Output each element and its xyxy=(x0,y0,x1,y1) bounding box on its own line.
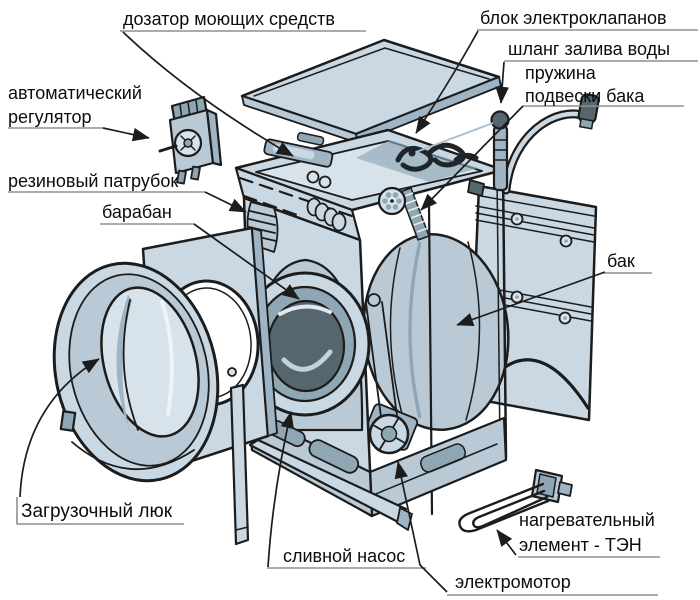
control-panel-band xyxy=(234,166,362,242)
label-loading-door: Загрузочный люк xyxy=(21,501,173,522)
inlet-hose-part xyxy=(501,93,600,195)
label-auto-regulator: автоматический регулятор xyxy=(8,83,142,127)
label-inlet-hose: шланг залива воды xyxy=(508,39,671,59)
label-rubber-pipe: резиновый патрубок xyxy=(8,171,179,191)
spider-wheel xyxy=(377,186,407,216)
label-valve-block: блок электроклапанов xyxy=(480,8,667,28)
motor-part xyxy=(363,293,419,455)
suspension-spring-part xyxy=(399,187,430,241)
label-tub: бак xyxy=(607,251,635,271)
label-drum: барабан xyxy=(102,202,172,222)
valve-block-part xyxy=(395,142,479,172)
side-panel-rib-band-1 xyxy=(475,205,595,248)
loading-door-part xyxy=(52,261,220,483)
auto-regulator-part xyxy=(158,95,223,185)
label-heating-element: нагревательный элемент - ТЭН xyxy=(519,510,655,555)
label-electric-motor: электромотор xyxy=(455,572,571,592)
top-lid xyxy=(240,38,502,144)
heating-element-part xyxy=(458,468,573,533)
label-suspension-spring: пружина подвески бака xyxy=(525,63,645,106)
door-hinge xyxy=(59,410,77,432)
label-dispenser: дозатор моющих средств xyxy=(123,9,335,29)
leader-lines xyxy=(19,30,606,593)
label-drain-pump: сливной насос xyxy=(283,546,406,566)
label-underlines xyxy=(8,29,698,596)
